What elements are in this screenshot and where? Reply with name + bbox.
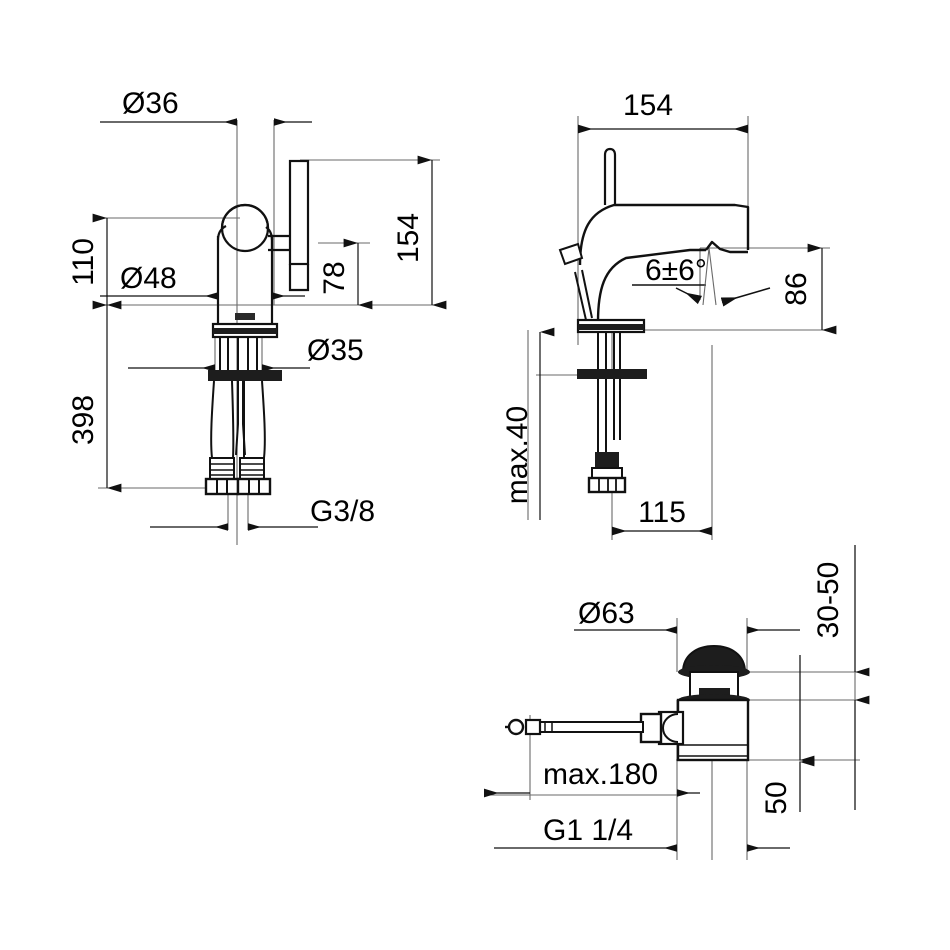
- side-elevation-view: 154 86 6±6° max.40 115: [501, 89, 837, 540]
- angle-leader-lines: [632, 247, 771, 307]
- side-dimension-lines: [539, 124, 837, 536]
- dim-label-50: 50: [760, 781, 793, 814]
- dim-label-g38: G3/8: [310, 495, 375, 528]
- front-elevation-view: Ø36 Ø48 Ø35 G3/8 110 398 78 154: [67, 87, 447, 545]
- dim-label-78: 78: [318, 261, 351, 294]
- side-threaded-shank: [597, 332, 621, 455]
- front-connection-nuts: [204, 477, 272, 496]
- dim-label-154-front: 154: [392, 213, 425, 263]
- front-mounting-washer: [208, 370, 282, 381]
- dim-label-115: 115: [638, 496, 686, 529]
- dim-label-d63: Ø63: [578, 597, 635, 630]
- side-mounting-washer: [577, 369, 647, 379]
- front-body-outline: [216, 203, 274, 330]
- front-hose-ferrules: [209, 457, 265, 481]
- waste-dimension-lines: [484, 545, 870, 852]
- waste-extension-lines: [490, 545, 860, 860]
- front-flex-hoses: [210, 380, 266, 488]
- dim-label-398: 398: [67, 395, 100, 445]
- side-base-flange: [576, 318, 646, 334]
- front-lever-handle: [268, 159, 310, 292]
- waste-body: [676, 644, 750, 762]
- dim-label-g1-1-4: G1 1/4: [543, 814, 633, 847]
- dim-label-86: 86: [780, 272, 813, 305]
- side-hose-end: [587, 452, 627, 494]
- side-lever-rod: [603, 147, 617, 205]
- brand-mark: [235, 313, 255, 320]
- dim-label-30-50: 30-50: [812, 562, 845, 639]
- dim-label-d35: Ø35: [307, 334, 364, 367]
- front-base-flange: [211, 322, 279, 339]
- dim-label-d36: Ø36: [122, 87, 179, 120]
- dim-label-110: 110: [67, 238, 100, 286]
- waste-pivot-boss: [657, 710, 685, 746]
- side-lift-rod: [558, 242, 593, 321]
- side-extension-lines: [527, 116, 830, 540]
- front-dimension-lines: [92, 118, 447, 531]
- pop-up-waste-view: Ø63 30-50 max.180 G1 1/4 50: [484, 545, 870, 860]
- waste-lift-rod: [505, 718, 644, 736]
- dim-label-max40: max.40: [501, 406, 534, 504]
- dim-label-angle: 6±6°: [645, 254, 707, 287]
- dim-label-d48: Ø48: [120, 262, 177, 295]
- dim-label-max180: max.180: [543, 758, 658, 791]
- dim-label-154-side: 154: [623, 89, 673, 122]
